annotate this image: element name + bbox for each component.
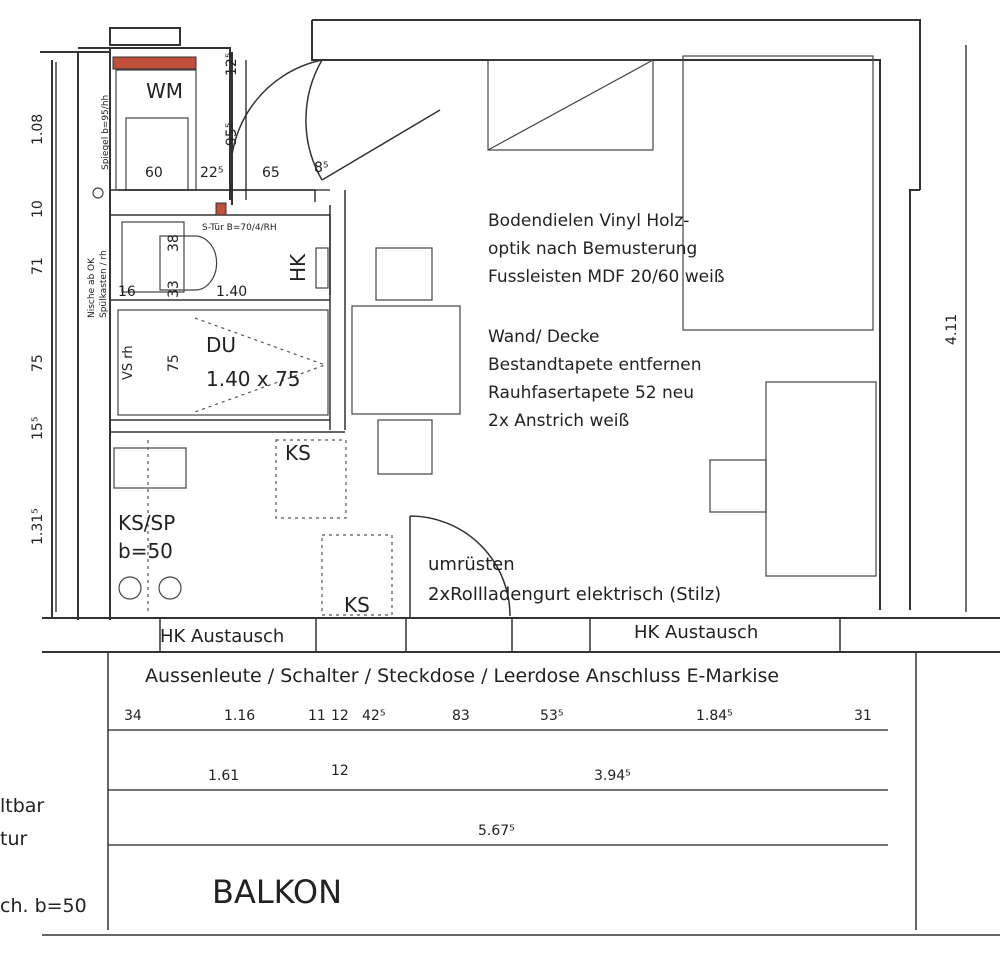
dimension-text: 1.08 10 71 75 15⁵ 1.31⁵ 60 22⁵ 65 8⁵ 12⁵… [30, 53, 960, 839]
shelf [487, 59, 654, 151]
note-outdoor: Aussenleute / Schalter / Steckdose / Lee… [145, 665, 779, 687]
dim-bath-75: 75 [166, 354, 182, 372]
washer-label: WM [146, 79, 183, 103]
niche-label-1: Nische ab OK [87, 257, 97, 318]
dim-bath-33: 33 [166, 280, 182, 298]
dim-left-15: 15⁵ [30, 417, 46, 440]
door-marker [215, 202, 227, 216]
shower-tray [117, 309, 329, 416]
dim-left-75: 75 [30, 354, 46, 372]
toilet-bowl [159, 235, 218, 291]
balcony-label: BALKON [212, 873, 342, 911]
dim-225: 22⁵ [200, 165, 223, 181]
left-partial-3: ch. b=50 [0, 895, 87, 917]
dim-row1-34: 34 [124, 708, 142, 724]
note-retrofit-2: 2xRollladengurt elektrisch (Stilz) [428, 584, 721, 605]
dim-washer-60: 60 [145, 165, 163, 181]
dim-85: 8⁵ [314, 160, 329, 176]
dim-bath-38: 38 [166, 234, 182, 252]
note-retrofit-1: umrüsten [428, 554, 515, 575]
ks-lower-label: KS [344, 593, 370, 617]
dim-row1-83: 83 [452, 708, 470, 724]
walls [40, 19, 1000, 936]
dim-955: 95⁵ [224, 123, 240, 146]
kitchen-label-2: b=50 [118, 539, 173, 563]
dim-left-131: 1.31⁵ [30, 508, 46, 545]
dim-row2-161: 1.61 [208, 768, 239, 784]
dim-row3-5675: 5.67⁵ [478, 823, 515, 839]
note-hk-left: HK Austausch [160, 626, 284, 647]
fixtures [92, 55, 877, 618]
dim-left-10: 10 [30, 200, 46, 218]
ks-upper-label: KS [285, 441, 311, 465]
cabinet-ks-upper [275, 439, 347, 519]
kitchen-label-1: KS/SP [118, 511, 175, 535]
balcony-door-swing [409, 515, 511, 618]
dim-row1-116: 1.16 [224, 708, 255, 724]
desk-chair [709, 459, 767, 513]
labels: WM DU 1.40 x 75 HK KS/SP b=50 KS KS BALK… [0, 79, 779, 917]
shower-size: 1.40 x 75 [206, 367, 301, 391]
dim-left-71: 71 [30, 257, 46, 275]
door-label: S-Tür B=70/4/RH [202, 223, 277, 233]
drain-icon [92, 187, 104, 199]
dining-table [351, 305, 461, 415]
chair-bottom [377, 419, 433, 475]
left-partial-1: ltbar [0, 795, 44, 817]
dim-row2-12: 12 [331, 763, 349, 779]
dim-125: 12⁵ [224, 53, 240, 76]
bed [682, 55, 874, 331]
radiator-icon [315, 247, 329, 289]
dim-row1-12: 12 [331, 708, 349, 724]
toilet-cistern [121, 221, 185, 293]
dim-right-411: 4.11 [944, 314, 960, 345]
dim-bath-16: 16 [118, 284, 136, 300]
note-wall-4: 2x Anstrich weiß [488, 411, 629, 431]
mirror-label: Spiegel b=95/hh [101, 95, 111, 170]
stove-burner-right [158, 576, 182, 600]
chair-top [375, 247, 433, 301]
note-wall-1: Wand/ Decke [488, 327, 599, 347]
desk [765, 381, 877, 577]
bath-door-swing [229, 59, 323, 191]
dim-65: 65 [262, 165, 280, 181]
dim-row1-535: 53⁵ [540, 708, 563, 724]
dimension-lines [55, 45, 967, 846]
shower-label: DU [206, 333, 236, 357]
note-floor-2: optik nach Bemusterung [488, 239, 697, 259]
entry-door-swing [305, 59, 441, 181]
niche-label-2: Spülkasten / rh [99, 250, 109, 318]
dim-row1-31: 31 [854, 708, 872, 724]
stove-burner-left [118, 576, 142, 600]
sink [113, 447, 187, 489]
note-wall-3: Rauhfasertapete 52 neu [488, 383, 694, 403]
dim-bath-140: 1.40 [216, 284, 247, 300]
dim-row2-3945: 3.94⁵ [594, 768, 631, 784]
cabinet-ks-lower [321, 534, 393, 616]
note-floor-3: Fussleisten MDF 20/60 weiß [488, 267, 725, 287]
note-wall-2: Bestandtapete entfernen [488, 355, 702, 375]
washer-vent [112, 56, 197, 70]
dim-row1-11: 11 [308, 708, 326, 724]
dim-row1-425: 42⁵ [362, 708, 385, 724]
radiator-label: HK [286, 253, 310, 282]
dim-row1-1845: 1.84⁵ [696, 708, 733, 724]
note-hk-right: HK Austausch [634, 622, 758, 643]
note-floor-1: Bodendielen Vinyl Holz- [488, 211, 689, 231]
vs-label: VS rh [121, 345, 136, 380]
dim-left-108: 1.08 [30, 114, 46, 145]
left-partial-2: tur [0, 828, 27, 850]
